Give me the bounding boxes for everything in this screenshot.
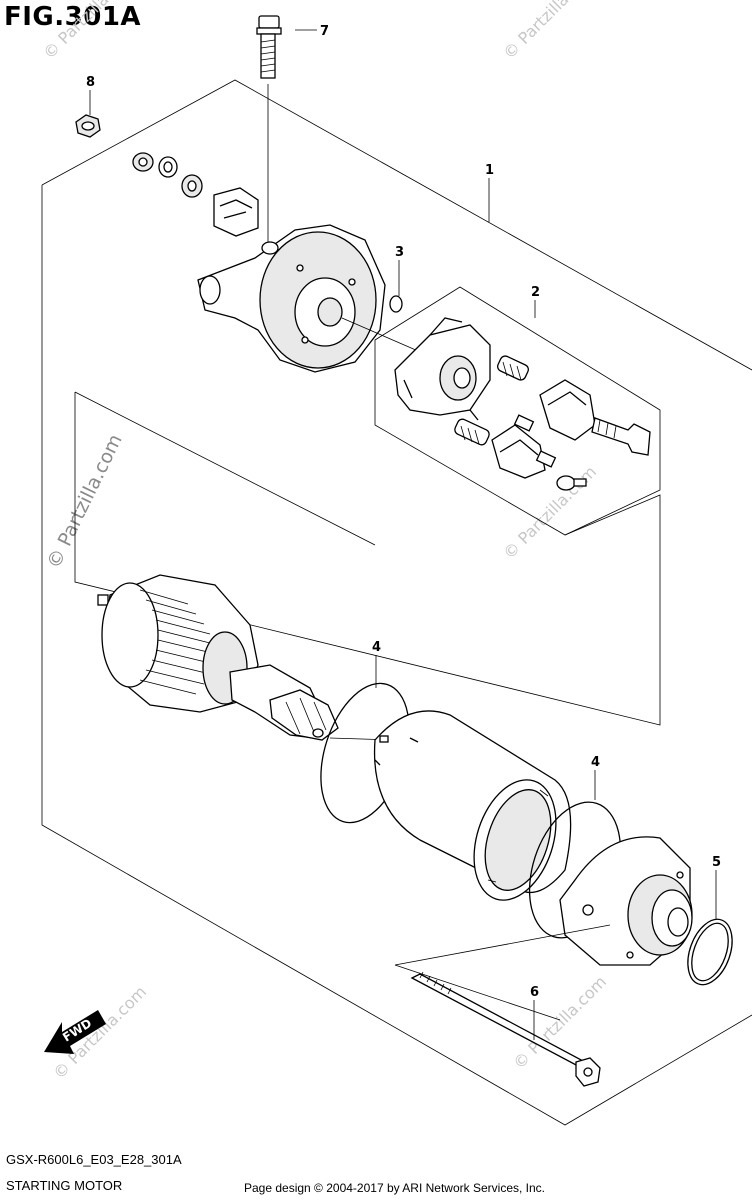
callout-4-left: 4 <box>372 640 381 655</box>
copyright-notice: Page design © 2004-2017 by ARI Network S… <box>244 1181 546 1195</box>
brush-holder-outline <box>374 286 661 536</box>
yoke <box>373 710 572 901</box>
front-end-cover <box>394 836 693 1021</box>
armature-outline <box>74 391 661 726</box>
rear-end-cover <box>197 224 463 373</box>
o-ring-5 <box>687 918 733 986</box>
o-ring-3 <box>389 295 403 313</box>
callout-4-right: 4 <box>591 755 600 770</box>
callout-6: 6 <box>530 985 539 1000</box>
nut-8 <box>75 114 101 138</box>
brush-holder <box>394 317 651 491</box>
watermark: © Partzilla.com <box>43 431 127 572</box>
callout-2: 2 <box>531 285 540 300</box>
armature <box>97 574 396 741</box>
assembly-outline <box>41 79 752 1126</box>
long-bolt-6 <box>410 971 601 1087</box>
callout-1: 1 <box>485 163 494 178</box>
watermark: © Partzilla.com <box>499 0 600 63</box>
figure-code: GSX-R600L6_E03_E28_301A <box>6 1152 182 1167</box>
watermark: © Partzilla.com <box>39 0 140 63</box>
figure-name: STARTING MOTOR <box>6 1178 123 1193</box>
callout-8: 8 <box>86 75 95 90</box>
o-ring-5-inner <box>691 922 729 982</box>
bolt-7 <box>256 15 282 245</box>
callout-3: 3 <box>395 245 404 260</box>
watermark: © Partzilla.com <box>499 462 600 563</box>
callout-leaders <box>89 29 717 1040</box>
callout-5: 5 <box>712 855 721 870</box>
watermarks: © Partzilla.com © Partzilla.com © Partzi… <box>39 0 610 1083</box>
figure-title: FIG.301A <box>4 2 142 32</box>
washer-stack <box>132 152 259 237</box>
watermark: © Partzilla.com <box>509 972 610 1073</box>
callout-7: 7 <box>320 24 329 39</box>
callout-numbers: 1 2 3 4 4 5 6 7 8 <box>86 24 721 1000</box>
